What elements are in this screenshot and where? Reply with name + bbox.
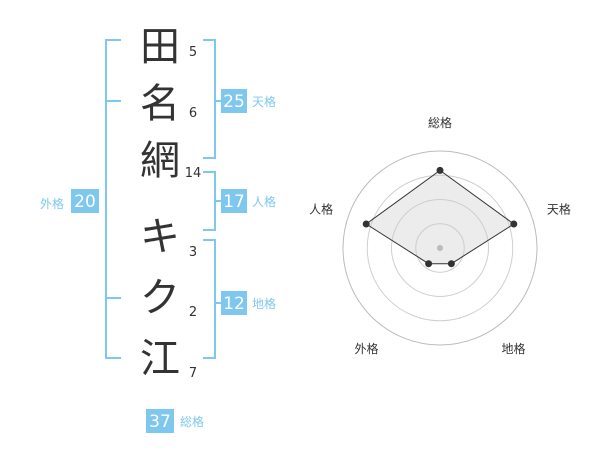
radar-ring-4	[342, 150, 538, 346]
gaikaku-value: 20	[74, 192, 96, 212]
radar-axis-label-3: 地格	[501, 341, 525, 356]
chikaku-bracket	[203, 239, 222, 359]
jinkaku-badge: 17 人格	[221, 189, 276, 213]
radar-point-2	[510, 220, 518, 228]
stroke-count-2: 6	[189, 106, 197, 121]
name-char-3: 網	[140, 138, 180, 184]
chikaku-badge: 12 地格	[221, 291, 276, 315]
jinkaku-label: 人格	[252, 194, 276, 209]
radar-point-3	[447, 260, 455, 268]
tenkaku-badge: 25 天格	[221, 89, 276, 113]
name-char-6: 江	[140, 336, 180, 382]
chikaku-label: 地格	[252, 296, 276, 311]
radar-center-dot	[437, 245, 443, 251]
stroke-count-5: 2	[189, 305, 197, 320]
stroke-count-6: 7	[189, 366, 197, 381]
gaikaku-bracket	[105, 39, 121, 359]
jinkaku-bracket	[203, 171, 222, 231]
jinkaku-value: 17	[223, 192, 245, 212]
radar-point-5	[362, 220, 370, 228]
tenkaku-label: 天格	[252, 94, 276, 109]
gaikaku-label: 外格	[40, 196, 64, 211]
soukaku-label: 総格	[180, 414, 204, 429]
name-char-1: 田	[140, 24, 180, 70]
name-char-2: 名	[140, 81, 180, 127]
tenkaku-bracket	[203, 39, 222, 159]
soukaku-value: 37	[149, 412, 171, 432]
radar-ring-3	[366, 174, 514, 322]
tenkaku-value: 25	[223, 92, 245, 112]
radar-point-1	[436, 166, 444, 174]
stroke-count-1: 5	[189, 45, 197, 60]
radar-axis-label-5: 人格	[309, 201, 333, 216]
radar-series-area	[365, 169, 515, 265]
radar-ring-1	[415, 223, 465, 273]
radar-point-4	[425, 260, 433, 268]
stroke-count-4: 3	[189, 245, 197, 260]
radar-ring-2	[391, 199, 489, 297]
stroke-count-3: 14	[185, 166, 202, 181]
soukaku-badge: 37 総格	[146, 409, 204, 433]
name-char-4: キ	[140, 214, 180, 260]
radar-axis-label-2: 天格	[547, 201, 571, 216]
radar-axis-label-4: 外格	[354, 341, 378, 356]
radar-axis-label-1: 総格	[428, 115, 452, 130]
name-char-5: ク	[140, 275, 180, 321]
gaikaku-badge: 外格 20	[40, 189, 99, 213]
chikaku-value: 12	[223, 294, 245, 314]
